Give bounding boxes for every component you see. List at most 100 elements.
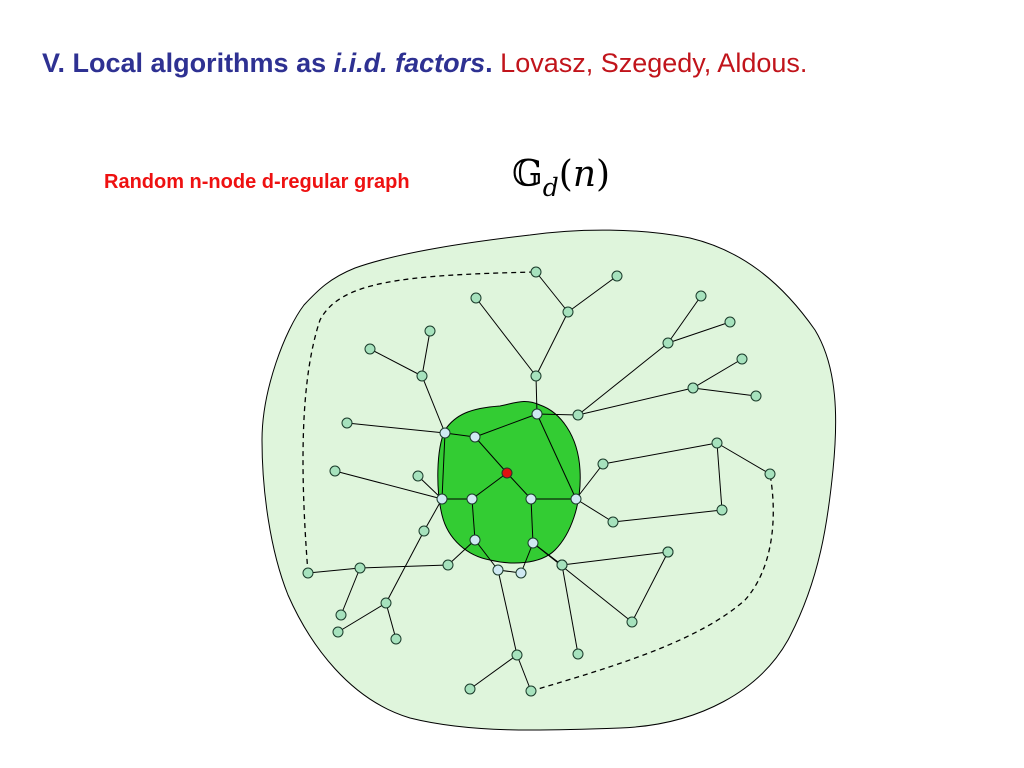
graph-nodes [302, 266, 776, 697]
title-emphasis: i.i.d. factors [333, 48, 486, 78]
graph-node [525, 493, 537, 505]
graph-edge [516, 654, 532, 692]
graph-edge [334, 470, 443, 500]
graph-edge [535, 311, 569, 377]
title-period: . [485, 48, 493, 78]
graph-edge [471, 472, 508, 500]
math-symbol: 𝔾 [512, 154, 543, 195]
graph-edge [577, 342, 669, 416]
graph-node [466, 493, 478, 505]
graph-node [412, 470, 424, 482]
graph-node [436, 493, 448, 505]
graph-edge [441, 432, 446, 500]
graph-node [695, 290, 707, 302]
graph-edge [474, 413, 538, 438]
graph-edge [577, 387, 694, 416]
graph-node [687, 382, 699, 394]
graph-node [736, 353, 748, 365]
graph-edge [506, 472, 532, 500]
graph-edge [692, 387, 757, 397]
graph-edge [536, 413, 577, 500]
graph-edge [536, 413, 579, 416]
graph-edge [612, 509, 723, 523]
graph-edge [535, 375, 538, 415]
graph-node [416, 370, 428, 382]
graph-edge [692, 358, 743, 389]
graph-node [527, 537, 539, 549]
graph-node [572, 648, 584, 660]
graph-node [341, 417, 353, 429]
graph-node [531, 408, 543, 420]
graph-edge [530, 498, 534, 544]
graph-node [302, 567, 314, 579]
graph-edge [631, 551, 669, 623]
graph-edge [535, 271, 569, 313]
graph-node [515, 567, 527, 579]
graph-node [556, 559, 568, 571]
graph-node [390, 633, 402, 645]
root-node [501, 467, 513, 479]
graph-edge [474, 539, 499, 571]
graph-node [511, 649, 523, 661]
graph-node [354, 562, 366, 574]
graph-edge [602, 442, 718, 465]
graph-node [562, 306, 574, 318]
graph-node [662, 337, 674, 349]
graph-edge [497, 569, 518, 656]
math-paren-open: ( [558, 154, 573, 195]
graph-edge [561, 551, 669, 566]
graph-dashed-paths [302, 271, 774, 692]
graph-node [611, 270, 623, 282]
inner-ball-region [437, 400, 581, 564]
graph-edge [716, 442, 723, 511]
math-paren-close: ) [596, 154, 611, 195]
math-argument: n [572, 154, 596, 195]
graph-node [597, 458, 609, 470]
graph-edge [417, 475, 443, 500]
graph-edge [561, 564, 579, 655]
graph-edge [359, 564, 449, 569]
graph-node [380, 597, 392, 609]
graph-edge [469, 654, 518, 690]
title-prefix: V. Local algorithms as [42, 48, 334, 78]
graph-edge [667, 295, 702, 344]
graph-edge [421, 375, 446, 434]
dashed-path [530, 473, 774, 692]
graph-edge [337, 602, 387, 633]
graph-edge [575, 463, 604, 500]
graph-node [750, 390, 762, 402]
graph-caption: Random n-node d-regular graph [104, 171, 410, 193]
graph-node [469, 431, 481, 443]
graph-node [442, 559, 454, 571]
slide-title: V. Local algorithms as i.i.d. factors. L… [42, 48, 807, 79]
graph-node [439, 427, 451, 439]
graph-node [525, 685, 537, 697]
graph-node [364, 343, 376, 355]
math-subscript: d [542, 173, 559, 202]
graph-node [711, 437, 723, 449]
graph-node [424, 325, 436, 337]
graph-node [716, 504, 728, 516]
graph-node [764, 468, 776, 480]
graph-edge [471, 498, 476, 541]
graph-edge [575, 498, 614, 523]
graph-edge [385, 602, 397, 640]
graph-node [464, 683, 476, 695]
graph-edge [385, 530, 425, 604]
graph-node [470, 292, 482, 304]
graph-node [530, 370, 542, 382]
graph-node [572, 409, 584, 421]
dashed-path [302, 271, 537, 574]
graph-node [469, 534, 481, 546]
graph-edge [532, 542, 633, 623]
graph-edge [475, 297, 537, 377]
graph-edge [716, 442, 771, 475]
graph-edge [423, 498, 443, 532]
graph-node [335, 609, 347, 621]
graph-node [626, 616, 638, 628]
graph-edge [307, 567, 361, 574]
title-authors: Lovasz, Szegedy, Aldous. [492, 48, 808, 78]
graph-edge [567, 275, 618, 313]
